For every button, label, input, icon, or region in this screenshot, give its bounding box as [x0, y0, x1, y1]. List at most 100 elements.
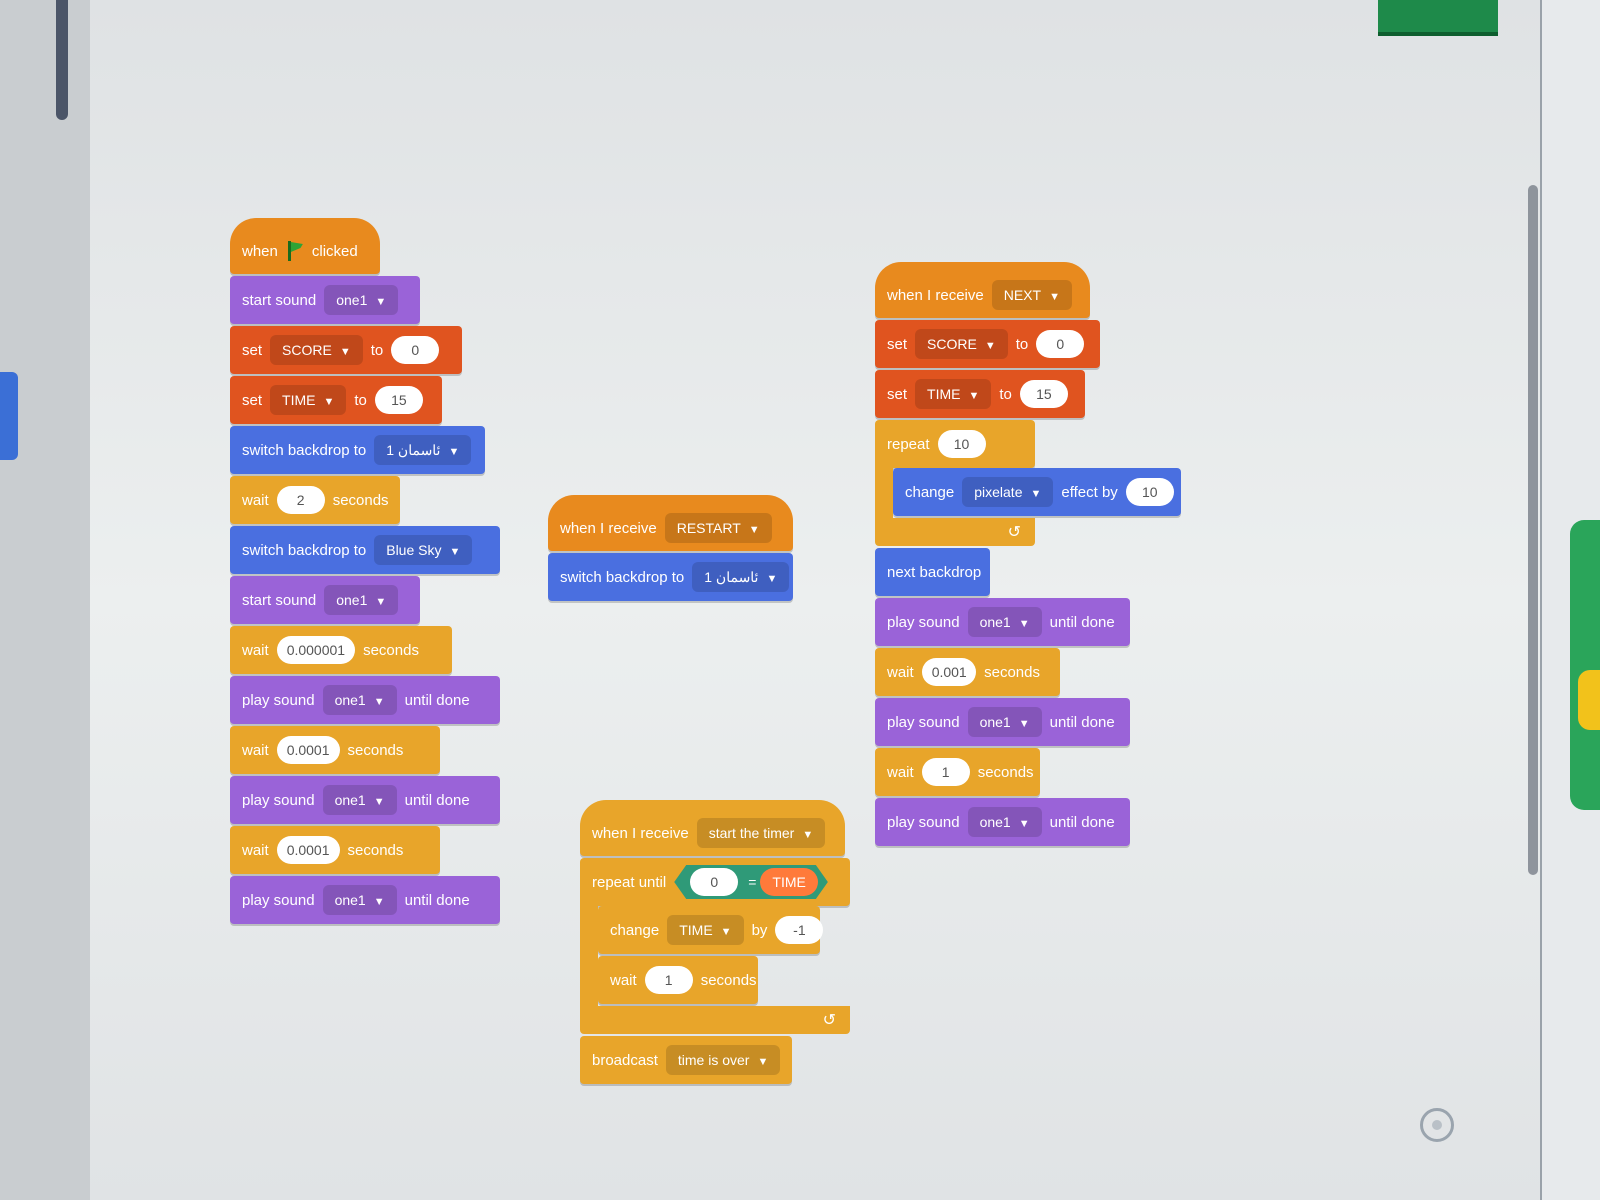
repeat-until-header[interactable]: repeat until 0 = TIME — [580, 858, 850, 906]
sound-dropdown[interactable]: one1▼ — [324, 285, 399, 315]
block-label: set — [242, 391, 263, 409]
script-green-flag[interactable]: when clicked start sound one1▼ set SCORE… — [230, 218, 500, 926]
play-sound-until-done-block[interactable]: play sound one1▼ until done — [875, 798, 1130, 846]
value-input[interactable]: 2 — [276, 486, 325, 514]
value-input[interactable]: 0 — [391, 336, 440, 364]
play-sound-until-done-block[interactable]: play sound one1▼ until done — [230, 776, 500, 824]
value-input[interactable]: 0.001 — [921, 658, 977, 686]
green-flag-icon — [286, 241, 304, 261]
block-label: wait — [887, 663, 914, 681]
play-sound-until-done-block[interactable]: play sound one1▼ until done — [875, 598, 1130, 646]
dropdown-value: SCORE — [927, 336, 977, 352]
broadcast-block[interactable]: broadcast time is over▼ — [580, 1036, 792, 1084]
sprite-thumbnail[interactable] — [1378, 0, 1498, 36]
sound-dropdown[interactable]: one1▼ — [967, 607, 1042, 637]
effect-dropdown[interactable]: pixelate▼ — [962, 477, 1054, 507]
switch-backdrop-block[interactable]: switch backdrop to 1 ئاسمان▼ — [230, 426, 485, 474]
variable-dropdown[interactable]: TIME▼ — [667, 915, 744, 945]
chevron-down-icon: ▼ — [1030, 488, 1042, 500]
when-i-receive-block[interactable]: when I receive RESTART▼ — [548, 495, 793, 551]
set-score-block[interactable]: set SCORE▼ to 0 — [875, 320, 1100, 368]
play-sound-until-done-block[interactable]: play sound one1▼ until done — [230, 676, 500, 724]
equals-operator[interactable]: 0 = TIME — [674, 865, 828, 899]
repeat-header[interactable]: repeat 10 — [875, 420, 1035, 468]
wait-block[interactable]: wait 0.001 seconds — [875, 648, 1060, 696]
set-score-block[interactable]: set SCORE▼ to 0 — [230, 326, 462, 374]
backdrop-dropdown[interactable]: 1 ئاسمان▼ — [374, 435, 472, 465]
set-time-block[interactable]: set TIME▼ to 15 — [875, 370, 1085, 418]
when-i-receive-block[interactable]: when I receive NEXT▼ — [875, 262, 1090, 318]
script-timer[interactable]: when I receive start the timer▼ repeat u… — [580, 800, 850, 1086]
value-input[interactable]: -1 — [775, 916, 824, 944]
workspace-scrollbar[interactable] — [1528, 185, 1538, 875]
zoom-reset-icon[interactable] — [1420, 1108, 1454, 1142]
chevron-down-icon: ▼ — [757, 1056, 769, 1068]
change-effect-block[interactable]: change pixelate▼ effect by 10 — [893, 468, 1181, 516]
sound-dropdown[interactable]: one1▼ — [967, 807, 1042, 837]
start-sound-block[interactable]: start sound one1▼ — [230, 276, 420, 324]
sound-dropdown[interactable]: one1▼ — [967, 707, 1042, 737]
dropdown-value: one1 — [334, 692, 366, 708]
backdrop-dropdown[interactable]: 1 ئاسمان▼ — [692, 562, 790, 592]
message-dropdown[interactable]: RESTART▼ — [664, 513, 772, 543]
wait-block[interactable]: wait 0.000001 seconds — [230, 626, 452, 674]
value-input[interactable]: 0.0001 — [276, 736, 340, 764]
value-input[interactable]: 0.0001 — [276, 836, 340, 864]
value-input[interactable]: 10 — [937, 430, 986, 458]
script-restart[interactable]: when I receive RESTART▼ switch backdrop … — [548, 495, 793, 603]
value-input[interactable]: 1 — [921, 758, 970, 786]
chevron-down-icon: ▼ — [373, 696, 385, 708]
value-input[interactable]: 0.000001 — [276, 636, 356, 664]
sound-dropdown[interactable]: one1 ▼ — [322, 685, 397, 715]
clicked-label: clicked — [311, 242, 358, 260]
repeat-until-footer: ↺ — [580, 1006, 850, 1034]
repeat-until-block[interactable]: repeat until 0 = TIME change TIME▼ by -1… — [580, 858, 850, 1034]
when-i-receive-block[interactable]: when I receive start the timer▼ — [580, 800, 845, 856]
set-time-block[interactable]: set TIME▼ to 15 — [230, 376, 442, 424]
chevron-down-icon: ▼ — [373, 896, 385, 908]
value-input[interactable]: 15 — [1019, 380, 1068, 408]
variable-dropdown[interactable]: SCORE▼ — [270, 335, 363, 365]
block-label: start sound — [242, 591, 317, 609]
value-input[interactable]: 15 — [374, 386, 423, 414]
left-scrollbar[interactable] — [56, 0, 68, 120]
play-sound-until-done-block[interactable]: play sound one1▼ until done — [875, 698, 1130, 746]
wait-block[interactable]: wait 1 seconds — [598, 956, 758, 1004]
next-backdrop-block[interactable]: next backdrop — [875, 548, 990, 596]
wait-block[interactable]: wait 2 seconds — [230, 476, 400, 524]
repeat-block[interactable]: repeat 10 change pixelate▼ effect by 10 … — [875, 420, 1181, 546]
wait-block[interactable]: wait 1 seconds — [875, 748, 1040, 796]
time-variable-reporter[interactable]: TIME — [760, 868, 817, 896]
variable-dropdown[interactable]: TIME▼ — [915, 379, 992, 409]
play-sound-until-done-block[interactable]: play sound one1▼ until done — [230, 876, 500, 924]
sound-dropdown[interactable]: one1▼ — [322, 785, 397, 815]
wait-block[interactable]: wait 0.0001 seconds — [230, 826, 440, 874]
start-sound-block[interactable]: start sound one1▼ — [230, 576, 420, 624]
wait-block[interactable]: wait 0.0001 seconds — [230, 726, 440, 774]
value-input[interactable]: 10 — [1125, 478, 1174, 506]
value-input[interactable]: 0 — [1036, 330, 1085, 358]
message-dropdown[interactable]: start the timer▼ — [696, 818, 826, 848]
block-label: when I receive — [887, 286, 984, 304]
switch-backdrop-block[interactable]: switch backdrop to 1 ئاسمان▼ — [548, 553, 793, 601]
backdrop-dropdown[interactable]: Blue Sky▼ — [374, 535, 473, 565]
dropdown-value: one1 — [979, 814, 1011, 830]
repeat-footer: ↺ — [875, 518, 1035, 546]
chevron-down-icon: ▼ — [1018, 618, 1030, 630]
sound-dropdown[interactable]: one1▼ — [324, 585, 399, 615]
change-variable-block[interactable]: change TIME▼ by -1 — [598, 906, 824, 954]
block-label: until done — [404, 791, 470, 809]
message-dropdown[interactable]: time is over▼ — [665, 1045, 781, 1075]
switch-backdrop-block[interactable]: switch backdrop to Blue Sky▼ — [230, 526, 500, 574]
left-operand-input[interactable]: 0 — [690, 868, 738, 896]
value-input[interactable]: 1 — [644, 966, 693, 994]
message-dropdown[interactable]: NEXT▼ — [991, 280, 1072, 310]
when-label: when — [242, 242, 278, 260]
sound-dropdown[interactable]: one1▼ — [322, 885, 397, 915]
variable-dropdown[interactable]: TIME▼ — [270, 385, 347, 415]
chevron-down-icon: ▼ — [1018, 718, 1030, 730]
variable-dropdown[interactable]: SCORE▼ — [915, 329, 1008, 359]
script-next[interactable]: when I receive NEXT▼ set SCORE▼ to 0 set… — [875, 262, 1181, 848]
category-tab[interactable] — [0, 372, 18, 460]
when-flag-clicked-block[interactable]: when clicked — [230, 218, 380, 274]
